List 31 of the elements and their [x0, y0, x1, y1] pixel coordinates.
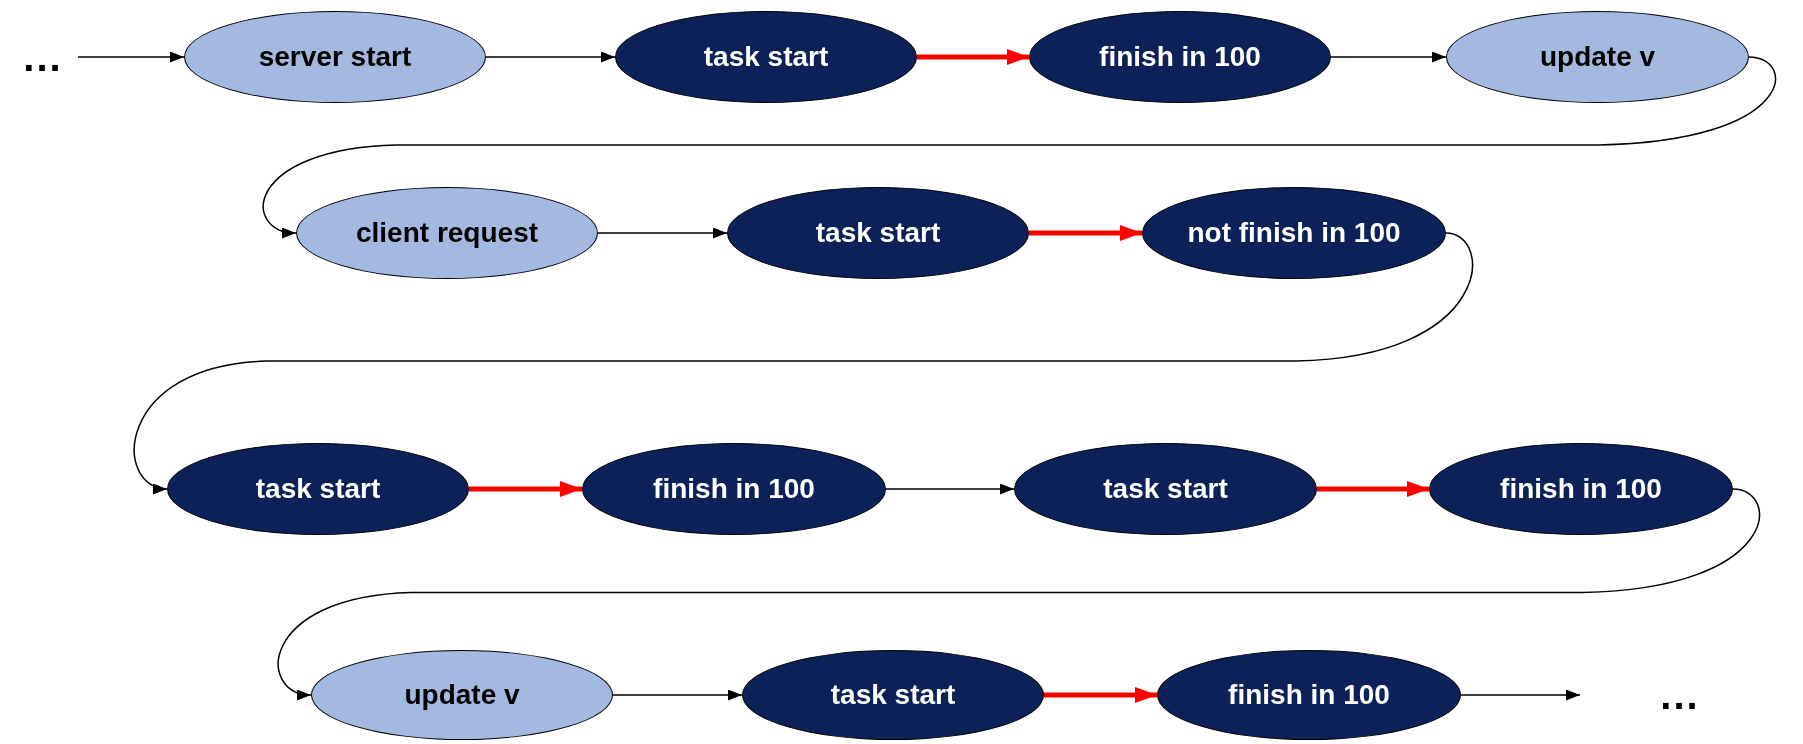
- arrow: [612, 689, 743, 701]
- arrow: [277, 488, 1761, 699]
- arrow: [133, 232, 1474, 492]
- node-label: update v: [1539, 41, 1656, 73]
- node-label: task start: [1103, 473, 1228, 505]
- node-label: task start: [830, 679, 956, 711]
- node-label: server start: [258, 41, 412, 73]
- arrow: [1044, 687, 1157, 703]
- node-label: finish in 100: [1099, 41, 1261, 73]
- arrow: [1317, 481, 1429, 497]
- arrow: [77, 51, 185, 63]
- node-label: finish in 100: [1500, 473, 1662, 505]
- ellipsis-text: ...: [1660, 675, 1700, 715]
- arrow: [885, 483, 1015, 495]
- node-label: task start: [255, 473, 381, 505]
- node-label: finish in 100: [1228, 679, 1390, 711]
- arrow: [1460, 689, 1581, 701]
- node-label: task start: [815, 217, 941, 249]
- arrow: [917, 49, 1029, 65]
- node-label: task start: [703, 41, 829, 73]
- node-label: client request: [355, 217, 539, 249]
- arrow: [1330, 51, 1447, 63]
- node-label: finish in 100: [653, 473, 815, 505]
- ellipsis-text: ...: [23, 37, 63, 77]
- arrow: [597, 227, 728, 239]
- arrow: [1029, 225, 1142, 241]
- arrow: [485, 51, 616, 63]
- node-label: not finish in 100: [1187, 217, 1401, 249]
- node-label: update v: [404, 679, 520, 711]
- arrow: [469, 481, 582, 497]
- arrow: [262, 56, 1777, 237]
